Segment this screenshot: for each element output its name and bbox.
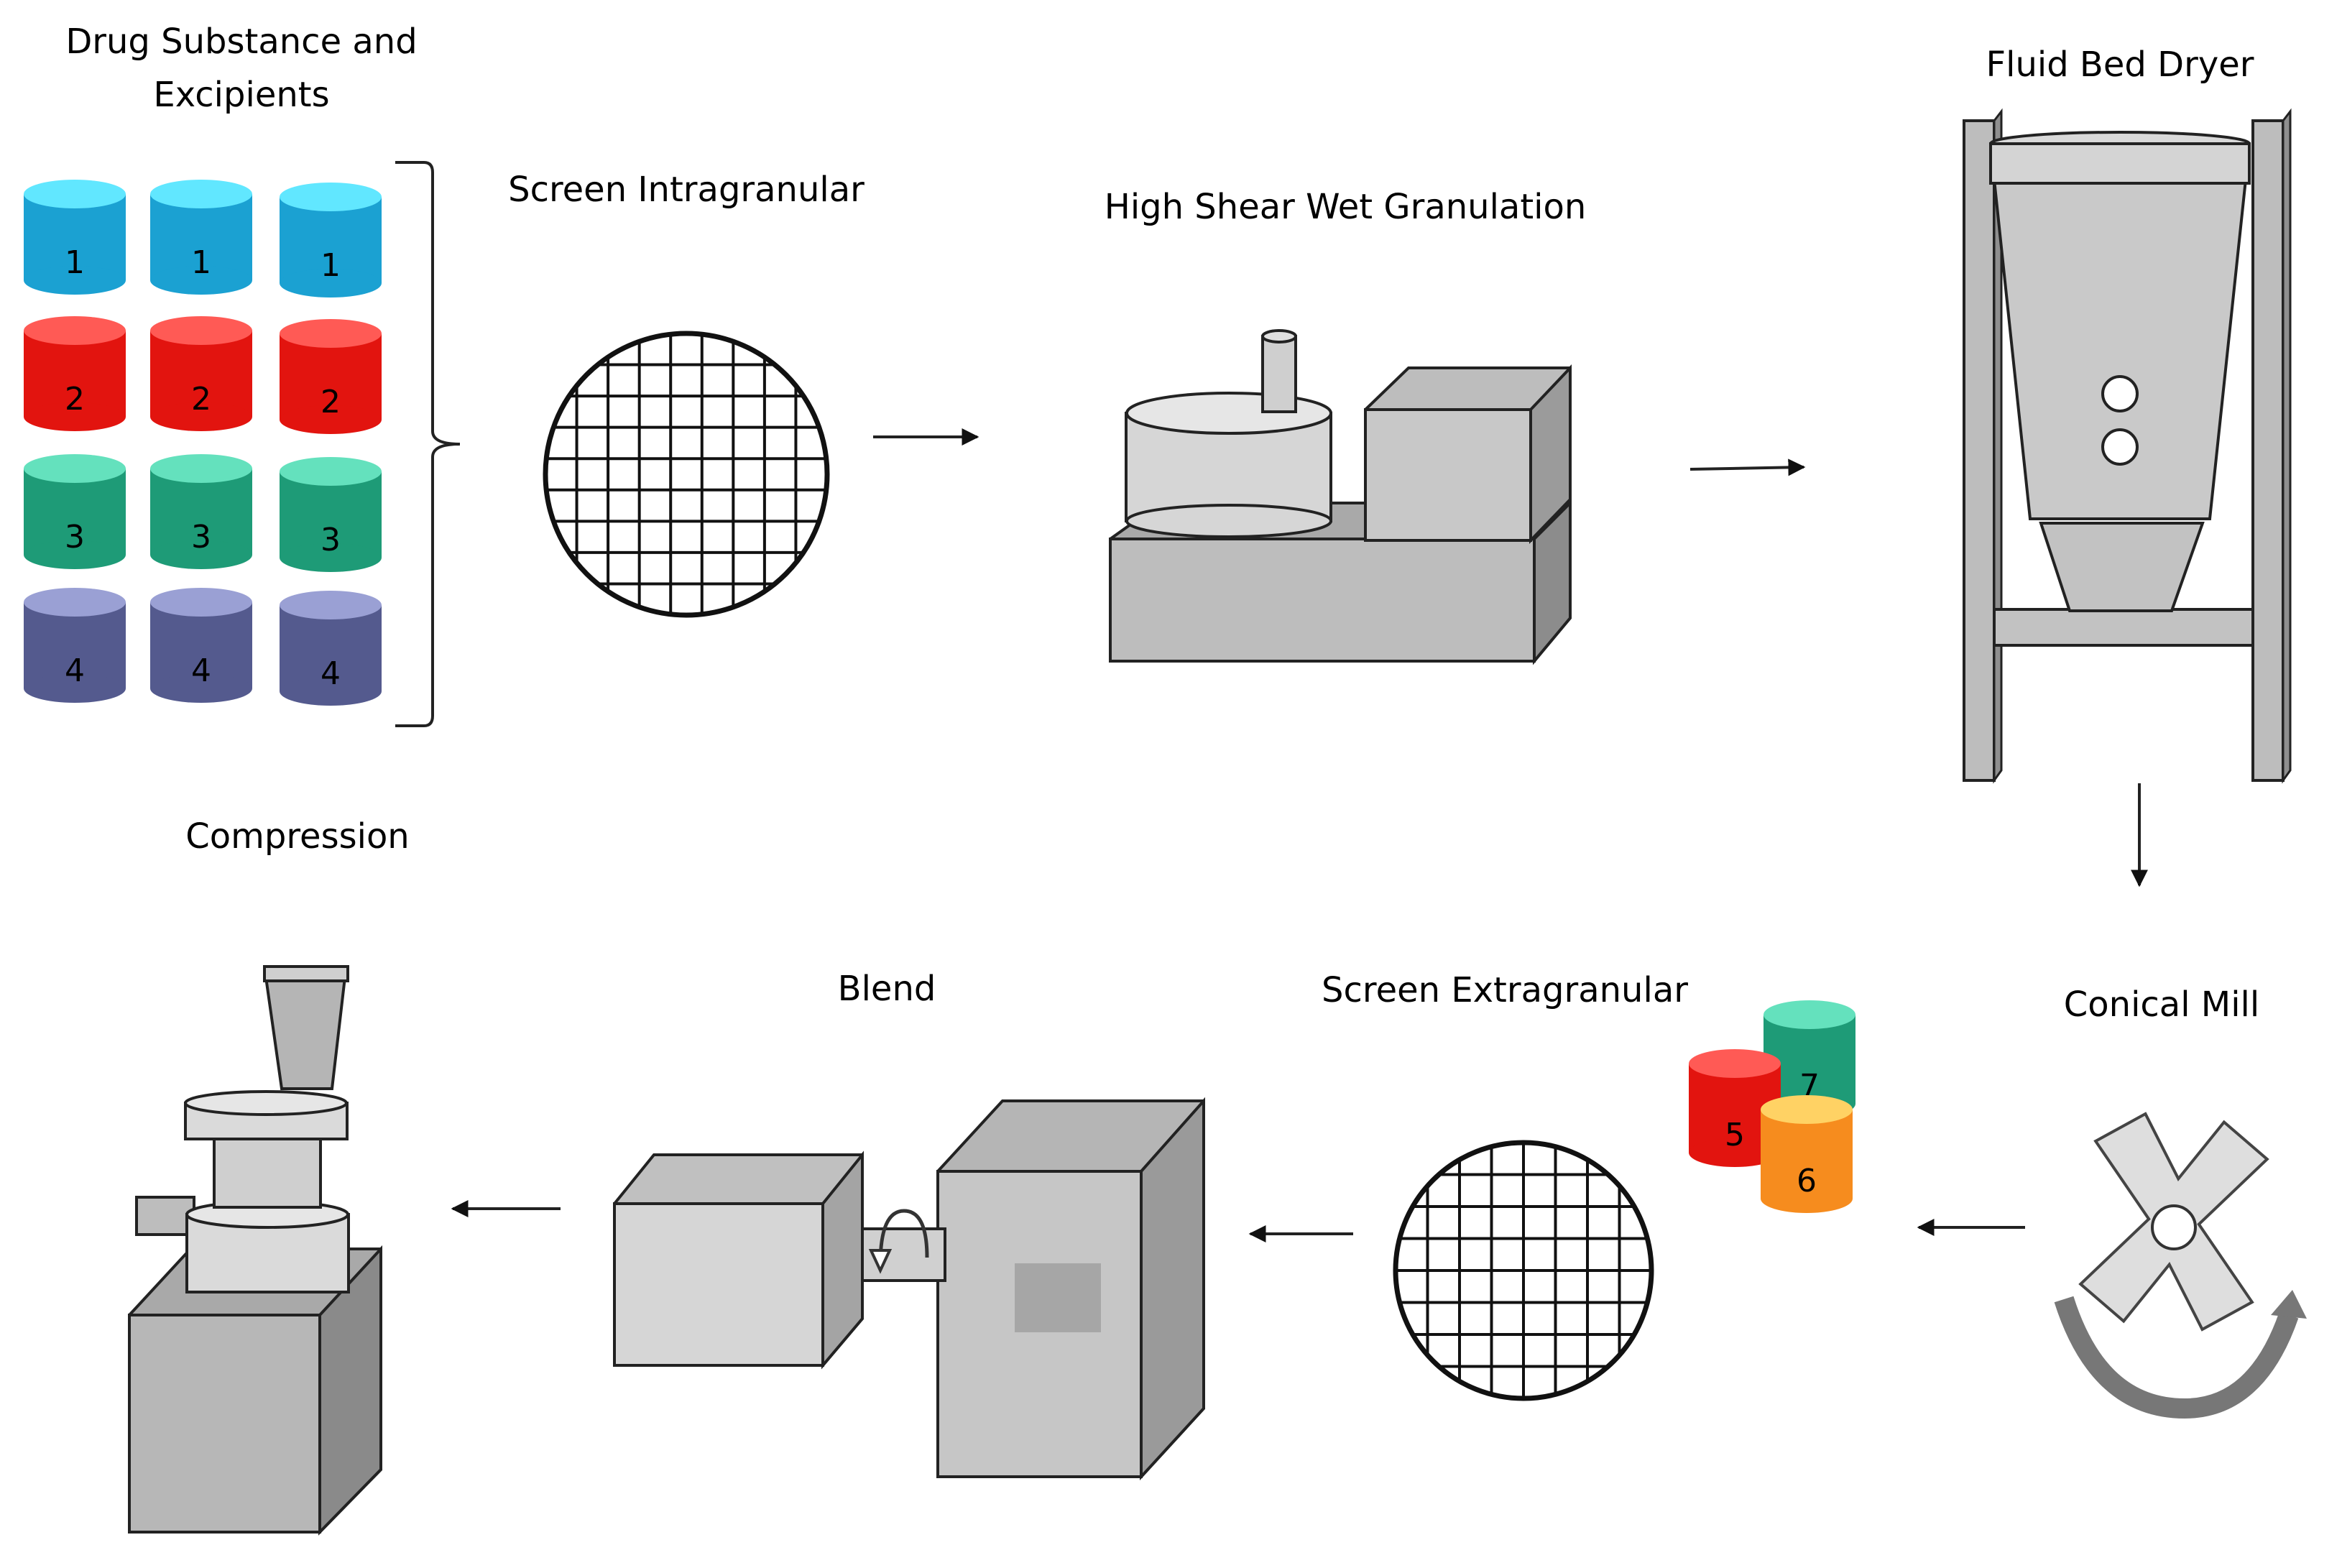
dispense-title-line2: Excipients bbox=[153, 75, 329, 115]
fluid-bed-dryer-title: Fluid Bed Dryer bbox=[1986, 45, 2254, 85]
dispense-title-line1: Drug Substance and bbox=[65, 22, 417, 62]
extragranular-containers: 756 bbox=[1689, 1000, 1855, 1213]
container-4-1: 4 bbox=[24, 588, 126, 703]
tablet-press bbox=[128, 965, 382, 1536]
container-3-1: 3 bbox=[24, 454, 126, 569]
container-1-3-label: 1 bbox=[321, 247, 341, 284]
container-1-3: 1 bbox=[280, 183, 382, 298]
screen-extragranular-title: Screen Extragranular bbox=[1322, 970, 1688, 1010]
container-5-label: 5 bbox=[1725, 1117, 1745, 1153]
container-1-2: 1 bbox=[150, 180, 252, 295]
container-2-2-label: 2 bbox=[191, 381, 211, 418]
container-1-2-label: 1 bbox=[191, 244, 211, 281]
container-4-1-label: 4 bbox=[65, 652, 85, 689]
fluid-bed-dryer bbox=[1963, 108, 2292, 784]
container-4-3-label: 4 bbox=[321, 655, 341, 692]
container-2-2: 2 bbox=[150, 316, 252, 431]
intragranular-containers: 1 1 1 2 2 2 3 3 3 4 4 4 bbox=[24, 180, 382, 706]
conical-mill bbox=[2054, 1112, 2307, 1419]
container-2-1-label: 2 bbox=[65, 381, 85, 418]
blender bbox=[613, 1097, 1205, 1481]
container-4-2-label: 4 bbox=[191, 652, 211, 689]
screen-extragranular-mesh bbox=[1393, 1140, 1654, 1401]
container-2-3-label: 2 bbox=[321, 384, 341, 420]
screen-intragranular-mesh bbox=[543, 331, 830, 618]
high-shear-granulator bbox=[1109, 329, 1572, 665]
container-3-2: 3 bbox=[150, 454, 252, 569]
container-3-3-label: 3 bbox=[321, 522, 341, 558]
container-6: 6 bbox=[1761, 1095, 1853, 1213]
screen-intragranular-title: Screen Intragranular bbox=[508, 170, 865, 210]
container-1-1-label: 1 bbox=[65, 244, 85, 281]
container-6-label: 6 bbox=[1797, 1163, 1817, 1199]
container-3-2-label: 3 bbox=[191, 519, 211, 555]
grouping-brace bbox=[395, 161, 461, 727]
wet-granulation-title: High Shear Wet Granulation bbox=[1105, 187, 1587, 227]
container-2-1: 2 bbox=[24, 316, 126, 431]
compression-title: Compression bbox=[185, 816, 409, 857]
blend-title: Blend bbox=[838, 969, 936, 1009]
container-4-3: 4 bbox=[280, 591, 382, 706]
container-3-1-label: 3 bbox=[65, 519, 85, 555]
container-3-3: 3 bbox=[280, 457, 382, 572]
container-4-2: 4 bbox=[150, 588, 252, 703]
arrow-granulator-to-dryer bbox=[1689, 458, 1806, 476]
conical-mill-title: Conical Mill bbox=[2064, 984, 2259, 1025]
container-1-1: 1 bbox=[24, 180, 126, 295]
container-2-3: 2 bbox=[280, 319, 382, 434]
